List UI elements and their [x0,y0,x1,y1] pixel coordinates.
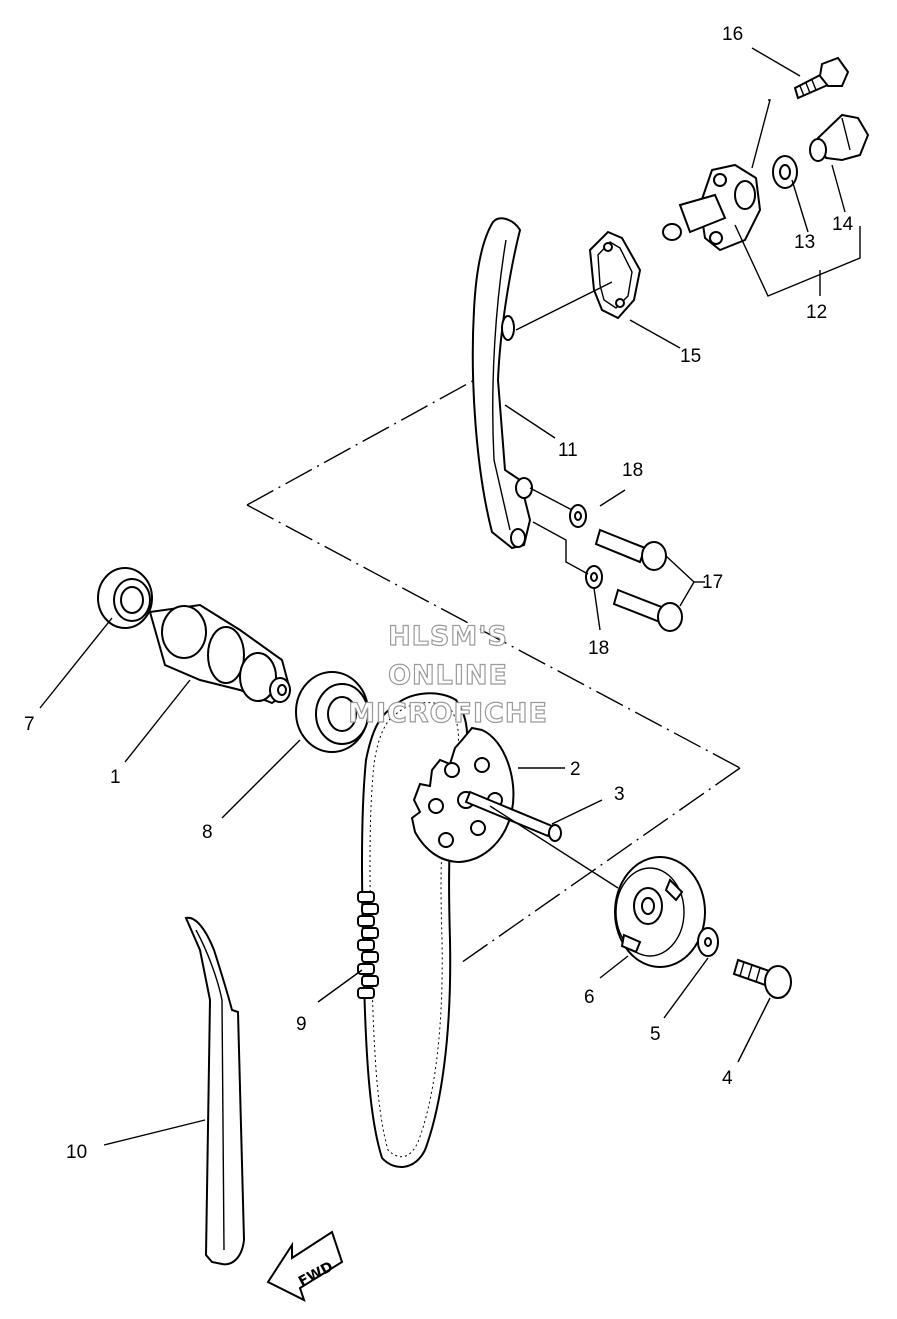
callout-8[interactable]: 8 [202,822,213,843]
callout-18-upper[interactable]: 18 [622,460,643,481]
camshaft-bearing-left[interactable] [97,567,153,629]
callout-12[interactable]: 12 [806,302,827,323]
callout-2[interactable]: 2 [570,759,581,780]
chain-guide-tensioner-side[interactable] [471,217,533,550]
watermark-line-1: HLSM'S [388,621,508,652]
callout-9[interactable]: 9 [296,1014,307,1035]
chain-links [357,891,379,999]
callout-6[interactable]: 6 [584,987,595,1008]
callout-16[interactable]: 16 [722,24,743,45]
cam-chain-tensioner[interactable] [662,163,762,252]
sprocket-plate[interactable] [614,856,706,968]
callout-7[interactable]: 7 [24,714,35,735]
camshaft[interactable] [148,603,292,705]
callout-13[interactable]: 13 [794,232,815,253]
chain-guide-front[interactable] [184,916,246,1266]
leader-lines [39,47,861,1146]
callout-17[interactable]: 17 [702,572,723,593]
callout-18-lower[interactable]: 18 [588,638,609,659]
camshaft-bearing-right[interactable] [295,671,369,753]
tensioner-cap-bolt[interactable] [809,113,870,162]
watermark: HLSM'S ONLINE MICROFICHE [347,620,548,729]
callout-labels: 16 14 13 12 15 11 18 17 18 7 1 2 3 8 6 9… [24,24,854,1163]
dowel-pin[interactable] [464,790,562,842]
tensioner-bolt-16[interactable] [793,56,850,100]
callout-15[interactable]: 15 [680,346,701,367]
assembly-reference-box [246,377,741,966]
callout-11[interactable]: 11 [558,440,578,461]
guide-washers-18[interactable] [569,504,603,589]
fwd-arrow-icon: FWD [266,1230,344,1302]
callout-3[interactable]: 3 [614,784,625,805]
tensioner-washer[interactable] [772,155,798,189]
sprocket-bolt[interactable] [732,958,792,999]
tensioner-gasket[interactable] [588,230,642,320]
guide-bolts-17[interactable] [594,528,683,632]
cam-sprocket[interactable] [410,726,515,864]
watermark-line-2: ONLINE [388,660,508,691]
callout-5[interactable]: 5 [650,1024,661,1045]
callout-14[interactable]: 14 [832,214,854,235]
callout-1[interactable]: 1 [110,767,121,788]
sprocket-washer[interactable] [697,927,719,957]
watermark-line-3: MICROFICHE [348,698,548,729]
callout-10[interactable]: 10 [66,1142,87,1163]
callout-4[interactable]: 4 [722,1068,733,1089]
